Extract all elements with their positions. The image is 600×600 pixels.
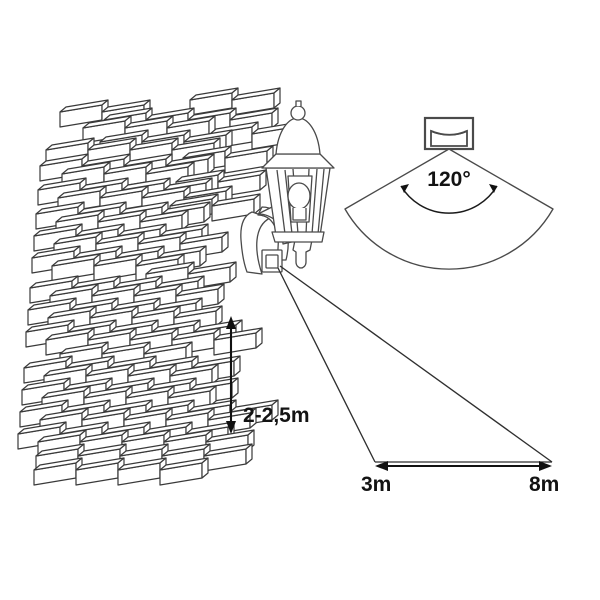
brick-side-face: [211, 363, 219, 385]
brick-side-face: [225, 129, 233, 151]
mounting-height-label: 2-2,5m: [243, 404, 310, 427]
detection-cone-120deg: 120°: [344, 148, 554, 270]
brick-side-face: [229, 261, 237, 283]
brick-side-face: [215, 305, 223, 327]
brick-side-face: [249, 407, 257, 429]
brick-side-face: [255, 327, 263, 349]
brick-side-face: [199, 245, 207, 267]
pir-sensor-top-view: [423, 116, 475, 151]
brick-side-face: [271, 399, 279, 421]
far-range-label: 8m: [529, 473, 559, 496]
brick-side-face: [201, 457, 209, 479]
brick-side-face: [233, 355, 241, 377]
brick-side-face: [245, 443, 253, 465]
brick-side-face: [209, 385, 217, 407]
detection-range-side-view: [277, 265, 553, 463]
lantern-wall-lamp: [240, 100, 335, 275]
brick-wall: [17, 87, 301, 486]
range-dimension: 3m 8m: [361, 461, 559, 496]
brick-side-face: [271, 107, 279, 129]
brick-side-face: [181, 209, 189, 231]
brick-side-face: [221, 231, 229, 253]
angle-label: 120°: [427, 168, 470, 191]
brick-side-face: [259, 169, 267, 191]
near-range-label: 3m: [361, 473, 391, 496]
brick-side-face: [253, 193, 261, 215]
brick-side-face: [207, 153, 215, 175]
brick-side-face: [217, 283, 225, 305]
brick-side-face: [273, 87, 281, 109]
brick-side-face: [203, 201, 211, 223]
mounting-height-dimension: 2-2,5m: [226, 316, 310, 434]
